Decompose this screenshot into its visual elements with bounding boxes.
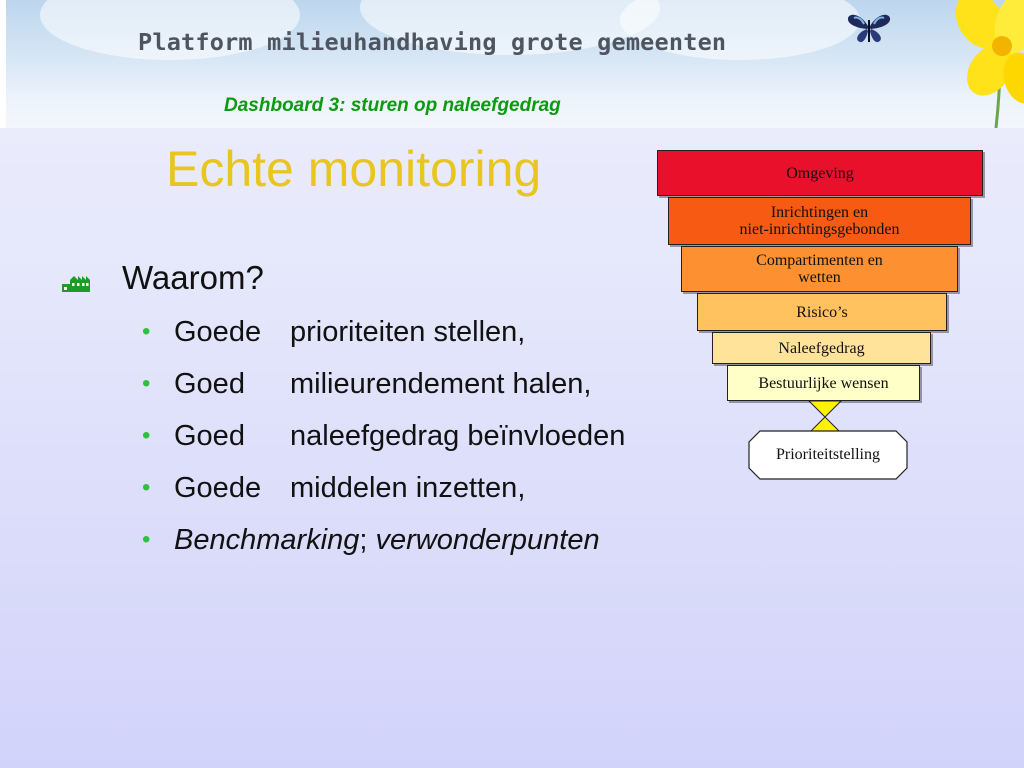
bullet-first-word: Goede [174, 316, 262, 348]
funnel-label: Omgeving [786, 164, 854, 182]
bullet-dot: • [142, 526, 151, 553]
bullet-rest: prioriteiten stellen, [290, 316, 526, 348]
funnel-connector [808, 400, 842, 434]
bullet-rest: middelen inzetten, [290, 472, 526, 504]
funnel-level-naleefgedrag: Naleefgedrag [712, 332, 931, 364]
sub-bullet-list: • Goede prioriteiten stellen, • Goed milieur… [142, 312, 625, 572]
bullet-italic-term: verwonderpunten [375, 524, 600, 556]
bullet-first-word: Goed [174, 368, 245, 400]
bullet-rest: naleefgedrag beïnvloeden [290, 420, 626, 452]
bullet-separator: ; [359, 524, 368, 556]
funnel-label: Naleefgedrag [778, 339, 865, 357]
bullet-dot: • [142, 370, 151, 397]
funnel-label: Bestuurlijke wensen [758, 374, 889, 392]
bullet-first-word: Goed [174, 420, 245, 452]
slide-title: Echte monitoring [166, 141, 542, 197]
banner-title: Platform milieuhandhaving grote gemeente… [138, 28, 727, 56]
header-edge [0, 0, 6, 128]
prioriteitstelling-box: Prioriteitstelling [748, 430, 908, 480]
sub-bullet-item: • Goed naleefgedrag beïnvloeden [142, 416, 625, 468]
main-bullet-text: Waarom? [122, 259, 264, 296]
octagon-shape [748, 430, 908, 480]
butterfly-icon [847, 14, 891, 43]
funnel-label: Risico’s [796, 303, 848, 321]
sub-bullet-item: • Benchmarking; verwonderpunten [142, 520, 625, 572]
bullet-dot: • [142, 474, 151, 501]
building-icon [62, 276, 90, 292]
funnel-level-risicos: Risico’s [697, 293, 947, 331]
sub-bullet-item: • Goede middelen inzetten, [142, 468, 625, 520]
prioriteitstelling-label: Prioriteitstelling [776, 446, 880, 463]
funnel-label: niet-inrichtingsgebonden [739, 221, 900, 238]
bullet-dot: • [142, 318, 151, 345]
slide-subtitle: Dashboard 3: sturen op naleefgedrag [224, 95, 561, 116]
header-banner: Platform milieuhandhaving grote gemeente… [0, 0, 1024, 128]
bullet-first-word: Goede [174, 472, 262, 504]
funnel-level-bestuurlijke-wensen: Bestuurlijke wensen [727, 365, 920, 401]
bullet-rest: milieurendement halen, [290, 368, 592, 400]
funnel-label: Compartimenten en [756, 252, 883, 269]
funnel-label: wetten [798, 269, 841, 286]
sub-bullet-item: • Goede prioriteiten stellen, [142, 312, 625, 364]
funnel-label: Inrichtingen en [770, 204, 869, 221]
flower-icon [955, 0, 1024, 128]
bullet-italic-term: Benchmarking [174, 524, 360, 556]
sub-bullet-item: • Goed milieurendement halen, [142, 364, 625, 416]
bullet-dot: • [142, 422, 151, 449]
funnel-level-omgeving: Omgeving [657, 150, 983, 196]
